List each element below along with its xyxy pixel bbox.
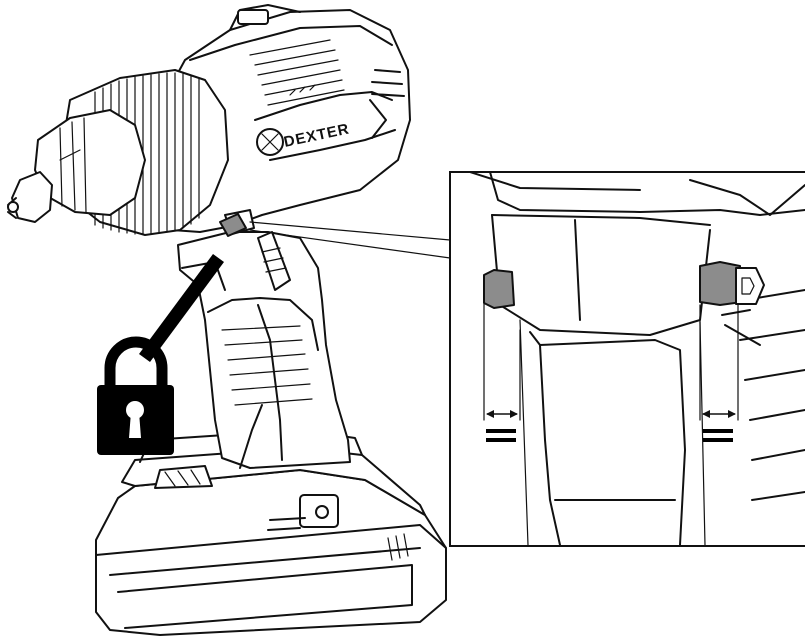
inset-frame	[449, 171, 805, 547]
switch-left-button	[483, 269, 515, 309]
callout-connectors	[249, 221, 451, 259]
battery-pack	[95, 429, 447, 636]
handle-grip	[177, 231, 351, 469]
double-arrow-icon	[486, 410, 518, 418]
equals-icon	[703, 429, 733, 442]
drill-illustration: DEXTER	[7, 4, 447, 636]
detail-inset	[449, 171, 805, 547]
drill-chuck	[7, 69, 229, 236]
equals-icon	[486, 429, 516, 442]
direction-arrow-icon	[741, 277, 755, 295]
double-arrow-icon	[702, 410, 736, 418]
lock-pointer-line	[139, 254, 224, 362]
padlock-icon	[97, 254, 224, 455]
direction-switch	[219, 213, 247, 237]
